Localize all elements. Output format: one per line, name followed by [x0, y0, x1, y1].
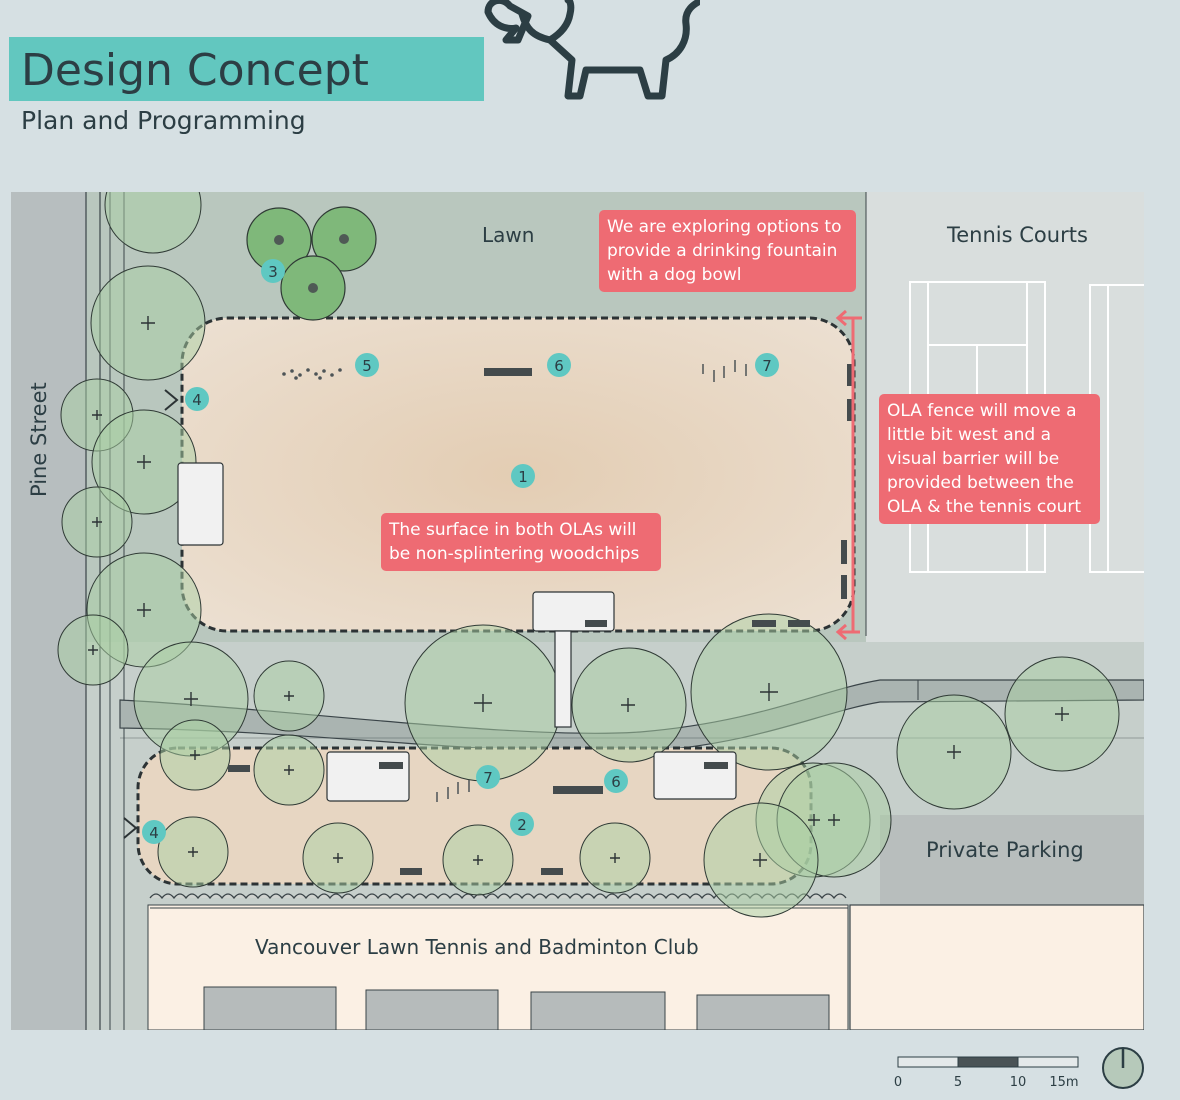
scale-label: 10: [1010, 1075, 1027, 1090]
north-arrow-icon: [1102, 1047, 1144, 1089]
page-subtitle: Plan and Programming: [21, 106, 306, 135]
program-marker: 7: [755, 353, 779, 377]
scale-label: 0: [894, 1075, 902, 1090]
note-line: provided between the: [887, 473, 1074, 493]
club-label: Vancouver Lawn Tennis and Badminton Club: [255, 935, 699, 959]
private-parking-label: Private Parking: [926, 838, 1084, 862]
note-line: be non-splintering woodchips: [389, 544, 640, 564]
surface-note: The surface in both OLAs will be non-spl…: [381, 513, 661, 571]
note-line: OLA & the tennis court: [887, 497, 1082, 517]
lawn-label: Lawn: [482, 223, 534, 247]
marker-7: 7: [483, 769, 493, 787]
fence-move-arrow: [835, 309, 862, 641]
marker-2: 2: [517, 816, 527, 834]
program-marker: 6: [604, 769, 628, 793]
page-title: Design Concept: [21, 45, 369, 96]
program-marker: 6: [547, 353, 571, 377]
site-plan-map: Lawn Tennis Courts Private Parking Vanco…: [11, 192, 1144, 1030]
fountain-note: We are exploring options to provide a dr…: [599, 210, 856, 292]
program-marker: 4: [142, 820, 166, 844]
tennis-courts-label: Tennis Courts: [946, 223, 1088, 247]
marker-7: 7: [762, 357, 772, 375]
fence-note: OLA fence will move a little bit west an…: [879, 394, 1100, 524]
note-line: little bit west and a: [887, 425, 1052, 445]
note-line: The surface in both OLAs will: [389, 520, 637, 540]
marker-3: 3: [268, 263, 278, 281]
scale-label: 5: [954, 1075, 962, 1090]
note-line: with a dog bowl: [607, 265, 742, 285]
marker-4: 4: [149, 824, 159, 842]
note-line: provide a drinking fountain: [607, 241, 838, 261]
program-marker: 4: [185, 387, 209, 411]
note-line: visual barrier will be: [887, 449, 1060, 469]
scale-label: 15m: [1049, 1075, 1078, 1090]
program-marker: 3: [261, 259, 285, 283]
marker-6: 6: [611, 773, 621, 791]
dog-logo-icon: [484, 0, 700, 100]
note-line: We are exploring options to: [607, 217, 842, 237]
title-band: Design Concept: [9, 37, 484, 101]
marker-4: 4: [192, 391, 202, 409]
program-marker: 7: [476, 765, 500, 789]
marker-5: 5: [362, 357, 372, 375]
marker-1: 1: [518, 468, 528, 486]
program-marker: 2: [510, 812, 534, 836]
program-marker: 1: [511, 464, 535, 488]
note-line: OLA fence will move a: [887, 401, 1077, 421]
marker-6: 6: [554, 357, 564, 375]
street-label: Pine Street: [27, 382, 51, 497]
scale-bar: 0 5 10 15m: [894, 1056, 1079, 1090]
program-marker: 5: [355, 353, 379, 377]
